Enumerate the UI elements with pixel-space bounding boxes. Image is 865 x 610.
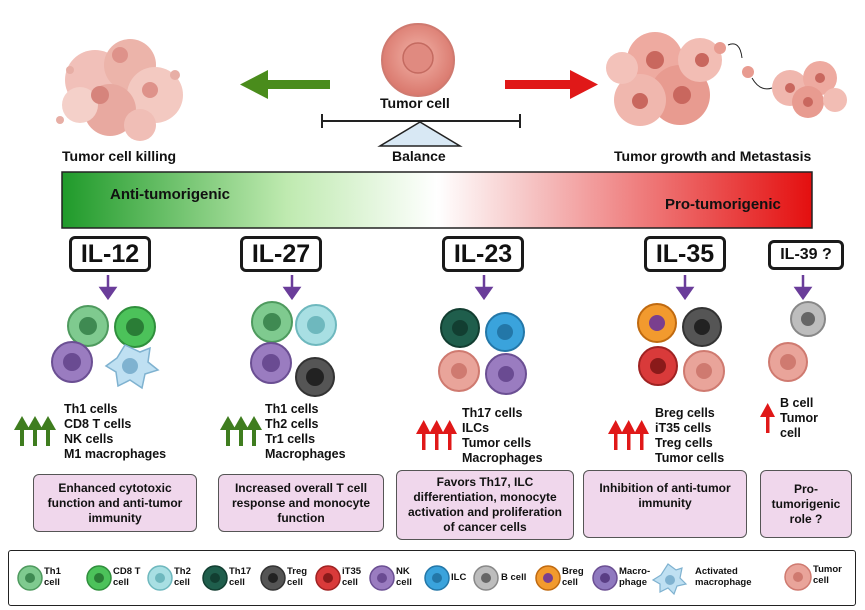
macrophage-icon	[592, 565, 618, 591]
anti-pro-gradient-bar	[61, 171, 813, 229]
legend-it35: iT35 cell	[342, 566, 362, 588]
il27-cells-icon	[250, 301, 337, 397]
il23-cells-icon	[438, 308, 527, 395]
il35-cell-list: Breg cells iT35 cells Treg cells Tumor c…	[655, 406, 725, 465]
th1-cell-icon	[17, 565, 43, 591]
il23-cell-list: Th17 cells ILCs Tumor cells Macrophages	[462, 406, 543, 465]
il12-cells-icon	[51, 305, 160, 390]
balance-label: Balance	[392, 148, 446, 164]
arrow-right-icon	[505, 70, 598, 99]
tumor-cell-icon	[381, 23, 455, 97]
cd8-t-cell-icon	[86, 565, 112, 591]
legend	[8, 550, 856, 606]
legend-th1: Th1 cell	[44, 566, 61, 588]
b-cell-icon	[473, 565, 499, 591]
il23-box: IL-23	[442, 236, 524, 272]
pro-tumorigenic-label: Pro-tumorigenic	[665, 196, 781, 213]
il12-cell-list: Th1 cells CD8 T cells NK cells M1 macrop…	[64, 402, 167, 461]
il27-box: IL-27	[240, 236, 322, 272]
legend-macrophage: Macro- phage	[619, 566, 651, 588]
legend-icons	[17, 563, 812, 596]
arrow-left-icon	[240, 70, 330, 99]
tumor-cell-legend-icon	[784, 563, 812, 591]
il27-cell-list: Th1 cells Th2 cells Tr1 cells Macrophage…	[265, 402, 346, 461]
legend-activated-macrophage: Activated macrophage	[695, 566, 752, 588]
activated-macrophage-icon	[651, 563, 688, 596]
il23-effect: Favors Th17, ILC differentiation, monocy…	[396, 470, 574, 540]
il12-effect: Enhanced cytotoxic function and anti-tum…	[33, 474, 197, 532]
il39-box: IL-39 ?	[768, 240, 844, 270]
il39-cells-icon	[768, 301, 826, 382]
balance-scale-icon	[321, 114, 521, 147]
il35-effect: Inhibition of anti-tumor immunity	[583, 470, 747, 538]
nk-cell-icon	[369, 565, 395, 591]
legend-nk: NK cell	[396, 566, 412, 588]
green-up-arrows-icon	[14, 416, 262, 446]
dying-tumor-cluster-icon	[56, 39, 183, 141]
anti-tumorigenic-label: Anti-tumorigenic	[110, 186, 230, 203]
cell-illustrations	[14, 275, 826, 450]
legend-th17: Th17 cell	[229, 566, 252, 588]
il12-box: IL-12	[69, 236, 151, 272]
signal-arrow-icon	[98, 275, 813, 301]
il35-cells-icon	[637, 303, 725, 392]
tumor-cell-label: Tumor cell	[380, 95, 450, 111]
il35-box: IL-35	[644, 236, 726, 272]
th17-cell-icon	[202, 565, 228, 591]
legend-th2: Th2 cell	[174, 566, 191, 588]
right-outcome-label: Tumor growth and Metastasis	[614, 148, 812, 164]
red-up-arrows-icon	[416, 403, 775, 450]
il27-effect: Increased overall T cell response and mo…	[218, 474, 384, 532]
legend-cd8: CD8 T cell	[113, 566, 141, 588]
treg-cell-icon	[260, 565, 286, 591]
legend-ilc: ILC	[451, 572, 467, 583]
tumor-growth-cluster-icon	[606, 32, 847, 126]
th2-cell-icon	[147, 565, 173, 591]
it35-cell-icon	[315, 565, 341, 591]
legend-b-cell: B cell	[501, 572, 527, 583]
breg-cell-icon	[535, 565, 561, 591]
legend-treg: Treg cell	[287, 566, 308, 588]
il39-effect: Pro-tumorigenic role ?	[760, 470, 852, 538]
legend-breg: Breg cell	[562, 566, 584, 588]
ilc-icon	[424, 565, 450, 591]
left-outcome-label: Tumor cell killing	[62, 148, 177, 164]
legend-tumor-cell: Tumor cell	[813, 564, 842, 586]
il39-cell-list: B cell Tumor cell	[780, 396, 818, 440]
header-illustration	[56, 23, 847, 229]
